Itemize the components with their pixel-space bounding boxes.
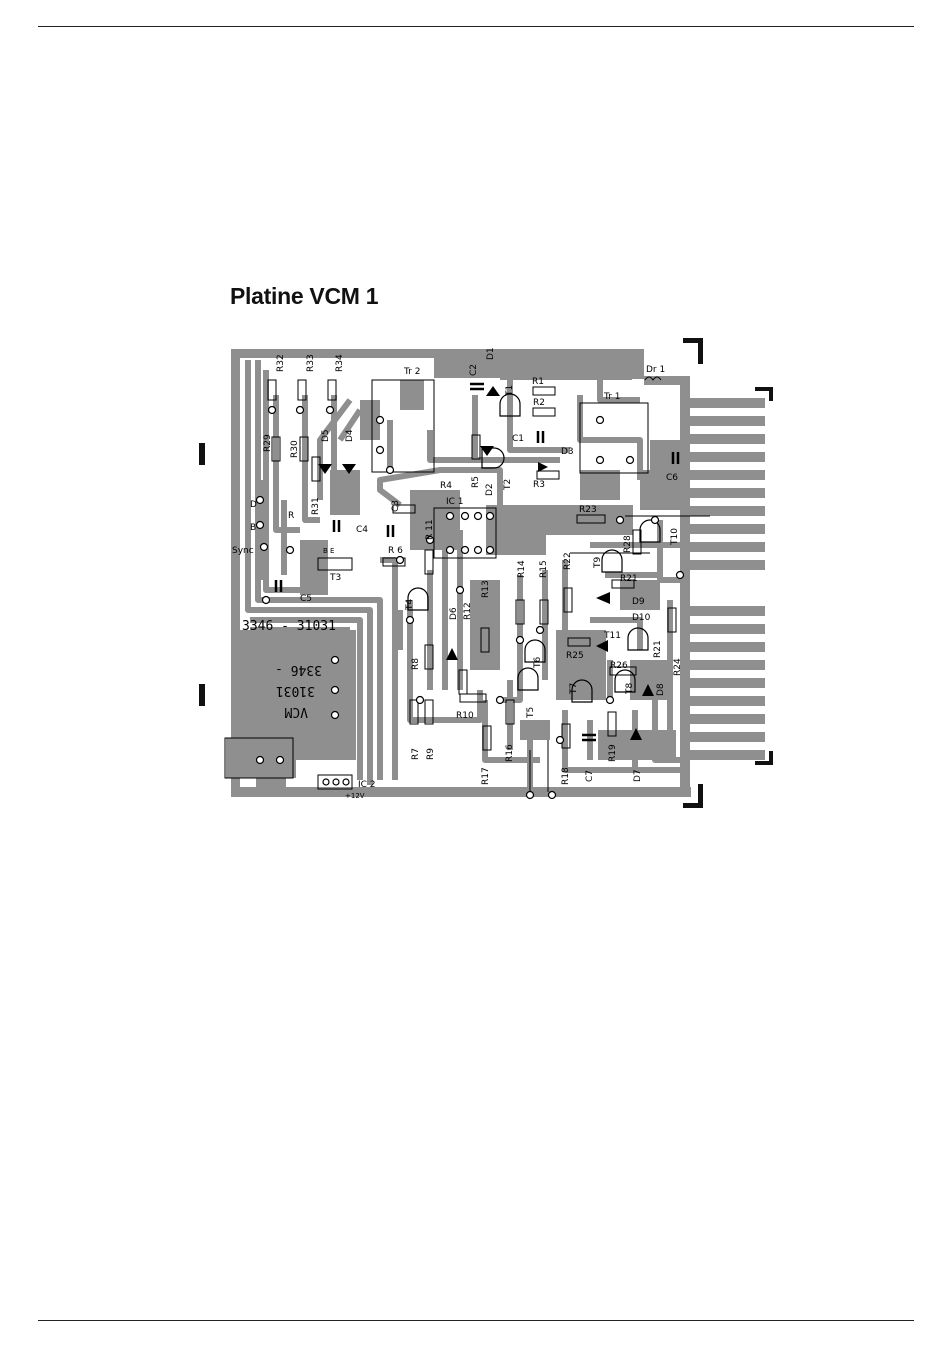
label-r29: R29	[263, 434, 273, 452]
page-title: Platine VCM 1	[230, 283, 379, 309]
label-r11: R 11	[425, 519, 435, 540]
label-r23: R23	[579, 505, 597, 515]
label-r30: R30	[290, 440, 300, 458]
transformer-tr1-outline	[579, 402, 649, 474]
registration-mark	[199, 684, 205, 706]
label-t6: T6	[533, 657, 543, 669]
label-r6: R 6	[388, 546, 403, 556]
label-c6: C6	[666, 473, 678, 483]
label-r24: R24	[673, 658, 683, 676]
label-t10: T10	[670, 528, 680, 546]
label-d5: D5	[321, 429, 331, 442]
label-r7: R7	[411, 748, 421, 760]
top-rule	[38, 26, 914, 27]
pin-label-r: R	[288, 511, 294, 521]
label-t8: T8	[625, 683, 635, 695]
mirrored-text-2: 31031	[276, 683, 315, 698]
registration-mark	[199, 443, 205, 465]
label-c2: C2	[469, 364, 479, 376]
label-t4: T4	[405, 599, 415, 611]
label-t9: T9	[593, 557, 603, 569]
label-c7: C7	[585, 770, 595, 782]
solder-pads	[255, 405, 685, 800]
label-d10: D10	[632, 613, 651, 623]
label-r22: R22	[563, 552, 573, 570]
pin-label-b: B	[250, 523, 256, 533]
label-supply: +12V	[345, 792, 365, 800]
label-d7: D7	[633, 769, 643, 782]
t3-pin-labels: B E	[323, 547, 334, 555]
label-r1: R1	[532, 377, 544, 387]
label-d4: D4	[345, 429, 355, 442]
bottom-rule	[38, 1320, 914, 1321]
label-t1: T1	[505, 385, 515, 397]
label-r9: R9	[426, 748, 436, 760]
component-labels: R1 R2 R3 R4 R5 R 6 R7 R8 R9 R10 R 11 R12…	[232, 347, 683, 800]
label-r16: R16	[505, 744, 515, 762]
mounting-area-outline	[224, 737, 294, 779]
label-t5: T5	[526, 707, 536, 719]
label-t11: T11	[603, 631, 621, 641]
jumper-lines	[529, 376, 710, 792]
label-d2: D2	[485, 483, 495, 496]
label-c5: C5	[300, 594, 312, 604]
label-d9: D9	[632, 597, 645, 607]
label-tr1: Tr 1	[603, 392, 620, 402]
ic1-outline	[433, 507, 497, 559]
label-r17: R17	[481, 767, 491, 785]
label-r32: R32	[276, 354, 286, 372]
label-t7: T7	[569, 683, 579, 695]
label-r3: R3	[533, 480, 545, 490]
label-r34: R34	[335, 354, 345, 372]
transformer-tr2-outline	[371, 379, 435, 473]
mirrored-text-1: 3346 -	[275, 662, 322, 677]
label-r33: R33	[306, 354, 316, 372]
label-dr1: Dr 1	[646, 365, 665, 375]
label-r10: R10	[456, 711, 474, 721]
transistors	[407, 393, 661, 703]
board-engraving: 3346 - 31031 3346 - 31031 VCM	[242, 619, 336, 719]
label-r25: R25	[566, 651, 584, 661]
label-c1: C1	[512, 434, 524, 444]
diodes	[318, 386, 654, 740]
capacitors	[274, 382, 680, 742]
label-r19: R19	[608, 744, 618, 762]
label-r5: R5	[471, 476, 481, 488]
pin-label-d: D	[250, 500, 257, 510]
label-r26: R26	[610, 661, 628, 671]
label-r21b: R21	[653, 640, 663, 658]
label-c4: C4	[356, 525, 368, 535]
board-id: 3346 - 31031	[242, 619, 336, 634]
pin-label-sync: Sync	[232, 546, 254, 556]
label-tr2: Tr 2	[403, 367, 420, 377]
label-r8: R8	[411, 658, 421, 670]
corner-marks	[683, 338, 773, 808]
label-t3: T3	[329, 573, 341, 583]
label-r12: R12	[463, 602, 473, 620]
label-d8: D8	[656, 683, 666, 696]
label-d3: D3	[561, 447, 574, 457]
label-d1: D1	[486, 347, 496, 360]
label-r18: R18	[561, 767, 571, 785]
label-ic2: IC 2	[358, 780, 376, 790]
component-outlines	[224, 379, 677, 790]
label-r14: R14	[517, 560, 527, 578]
label-c3: C3	[391, 500, 401, 512]
label-r13: R13	[481, 580, 491, 598]
ic2-outline	[317, 774, 353, 790]
label-r2: R2	[533, 398, 545, 408]
label-r4: R4	[440, 481, 452, 491]
label-r15: R15	[539, 560, 549, 578]
label-d6: D6	[449, 607, 459, 620]
mirrored-text-3: VCM	[284, 704, 308, 719]
label-r21a: R21	[620, 574, 638, 584]
label-r31: R31	[311, 497, 321, 515]
label-ic1: IC 1	[446, 497, 464, 507]
label-t2: T2	[503, 479, 513, 491]
label-r28: R28	[623, 535, 633, 553]
